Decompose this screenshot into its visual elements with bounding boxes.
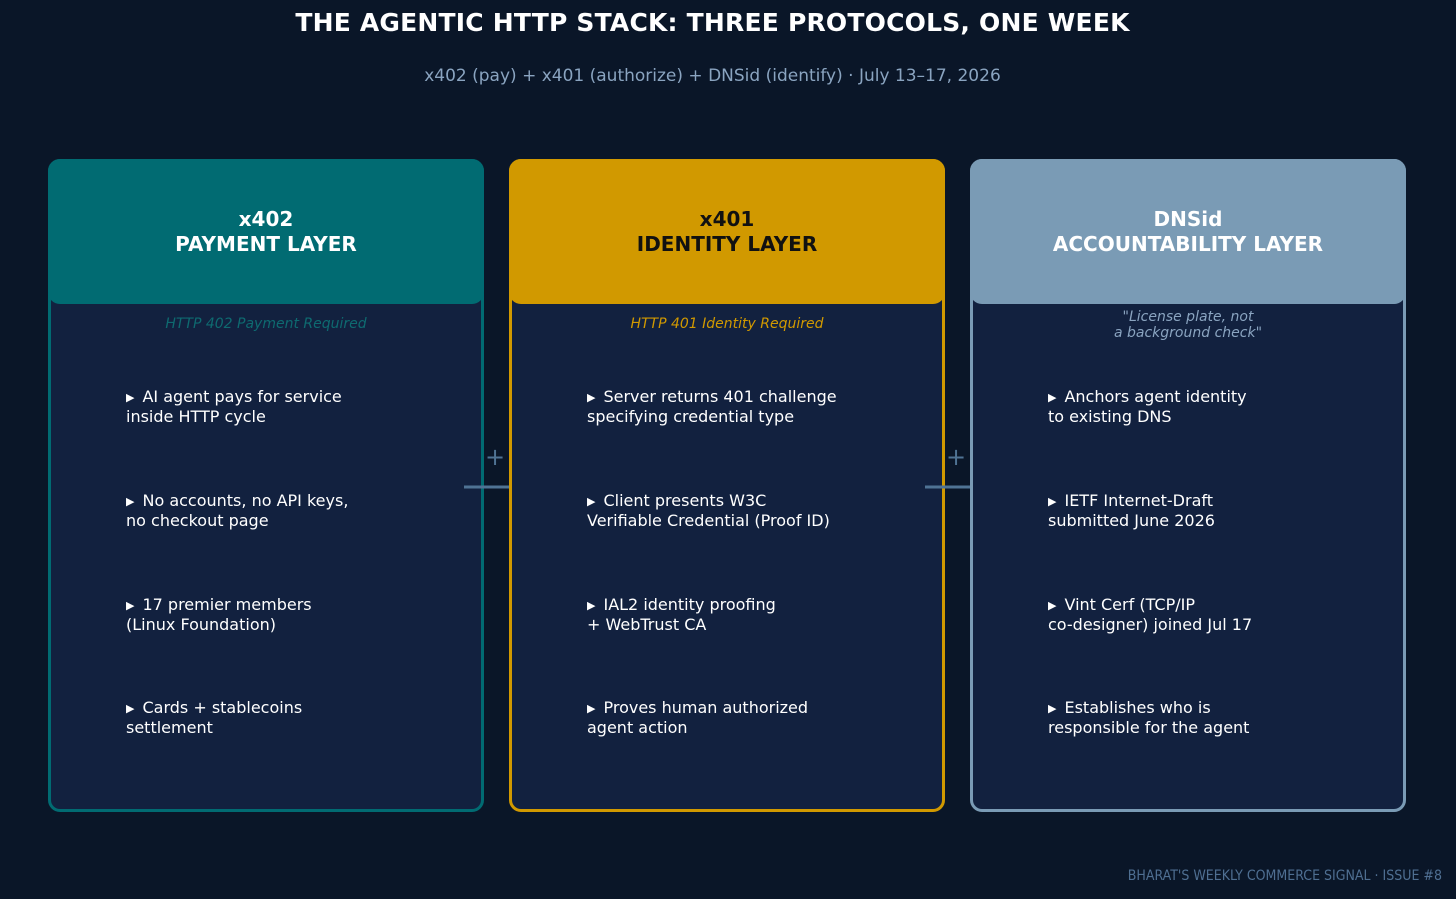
bullet-triangle-icon: ▶ — [1048, 495, 1057, 508]
bullet-text: Server returns 401 challenge specifying … — [587, 387, 837, 426]
bullet-triangle-icon: ▶ — [126, 702, 135, 715]
bullet-text: IETF Internet-Draft submitted June 2026 — [1048, 491, 1215, 530]
bullet-item: ▶Cards + stablecoins settlement — [126, 698, 302, 737]
bullet-triangle-icon: ▶ — [587, 599, 596, 612]
card-tagline: HTTP 401 Identity Required — [512, 316, 942, 332]
bullet-text: IAL2 identity proofing + WebTrust CA — [587, 595, 776, 634]
bullet-triangle-icon: ▶ — [587, 702, 596, 715]
bullet-text: Establishes who is responsible for the a… — [1048, 698, 1250, 737]
footer-credit: BHARAT'S WEEKLY COMMERCE SIGNAL · ISSUE … — [1127, 868, 1442, 884]
bullet-item: ▶Anchors agent identity to existing DNS — [1048, 387, 1247, 426]
card-x401: x401 IDENTITY LAYER HTTP 401 Identity Re… — [509, 159, 945, 812]
card-tagline-line: HTTP 402 Payment Required — [165, 316, 367, 332]
card-tagline: HTTP 402 Payment Required — [51, 316, 481, 332]
bullet-text: Client presents W3C Verifiable Credentia… — [587, 491, 830, 530]
bullet-text: Anchors agent identity to existing DNS — [1048, 387, 1247, 426]
card-tagline: "License plate, not a background check" — [973, 309, 1403, 341]
card-tagline-line: "License plate, not — [1122, 309, 1254, 325]
bullet-item: ▶Proves human authorized agent action — [587, 698, 808, 737]
bullet-triangle-icon: ▶ — [126, 495, 135, 508]
bullet-triangle-icon: ▶ — [1048, 391, 1057, 404]
bullet-text: Proves human authorized agent action — [587, 698, 809, 737]
card-layer-name: PAYMENT LAYER — [175, 231, 357, 256]
bullet-item: ▶No accounts, no API keys, no checkout p… — [126, 491, 348, 530]
bullet-triangle-icon: ▶ — [126, 599, 135, 612]
bullet-triangle-icon: ▶ — [126, 391, 135, 404]
page-subtitle: x402 (pay) + x401 (authorize) + DNSid (i… — [424, 66, 1001, 86]
card-protocol-name: x401 — [699, 206, 755, 231]
bullet-item: ▶Server returns 401 challenge specifying… — [587, 387, 837, 426]
card-protocol-name: x402 — [238, 206, 294, 231]
card-protocol-name: DNSid — [1153, 206, 1223, 231]
bullet-text: No accounts, no API keys, no checkout pa… — [126, 491, 349, 530]
bullet-text: Cards + stablecoins settlement — [126, 698, 303, 737]
bullet-item: ▶Vint Cerf (TCP/IP co-designer) joined J… — [1048, 595, 1252, 634]
bullet-text: AI agent pays for service inside HTTP cy… — [126, 387, 342, 426]
card-header: x402 PAYMENT LAYER — [48, 159, 484, 304]
card-header: DNSid ACCOUNTABILITY LAYER — [970, 159, 1406, 304]
plus-icon: + — [485, 443, 505, 471]
bullet-item: ▶17 premier members (Linux Foundation) — [126, 595, 312, 634]
bullet-item: ▶IAL2 identity proofing + WebTrust CA — [587, 595, 776, 634]
card-header: x401 IDENTITY LAYER — [509, 159, 945, 304]
card-layer-name: ACCOUNTABILITY LAYER — [1052, 231, 1324, 256]
card-tagline-line: a background check" — [1113, 325, 1263, 341]
bullet-item: ▶AI agent pays for service inside HTTP c… — [126, 387, 342, 426]
bullet-item: ▶IETF Internet-Draft submitted June 2026 — [1048, 491, 1215, 530]
card-tagline-line: HTTP 401 Identity Required — [630, 316, 824, 332]
card-x402: x402 PAYMENT LAYER HTTP 402 Payment Requ… — [48, 159, 484, 812]
card-layer-name: IDENTITY LAYER — [636, 231, 818, 256]
bullet-text: Vint Cerf (TCP/IP co-designer) joined Ju… — [1048, 595, 1253, 634]
page-title: THE AGENTIC HTTP STACK: THREE PROTOCOLS,… — [295, 8, 1130, 37]
bullet-item: ▶Establishes who is responsible for the … — [1048, 698, 1249, 737]
bullet-triangle-icon: ▶ — [1048, 702, 1057, 715]
bullet-text: 17 premier members (Linux Foundation) — [126, 595, 312, 634]
bullet-triangle-icon: ▶ — [587, 391, 596, 404]
bullet-triangle-icon: ▶ — [1048, 599, 1057, 612]
bullet-item: ▶Client presents W3C Verifiable Credenti… — [587, 491, 830, 530]
plus-icon: + — [946, 443, 966, 471]
bullet-triangle-icon: ▶ — [587, 495, 596, 508]
card-dnsid: DNSid ACCOUNTABILITY LAYER "License plat… — [970, 159, 1406, 812]
